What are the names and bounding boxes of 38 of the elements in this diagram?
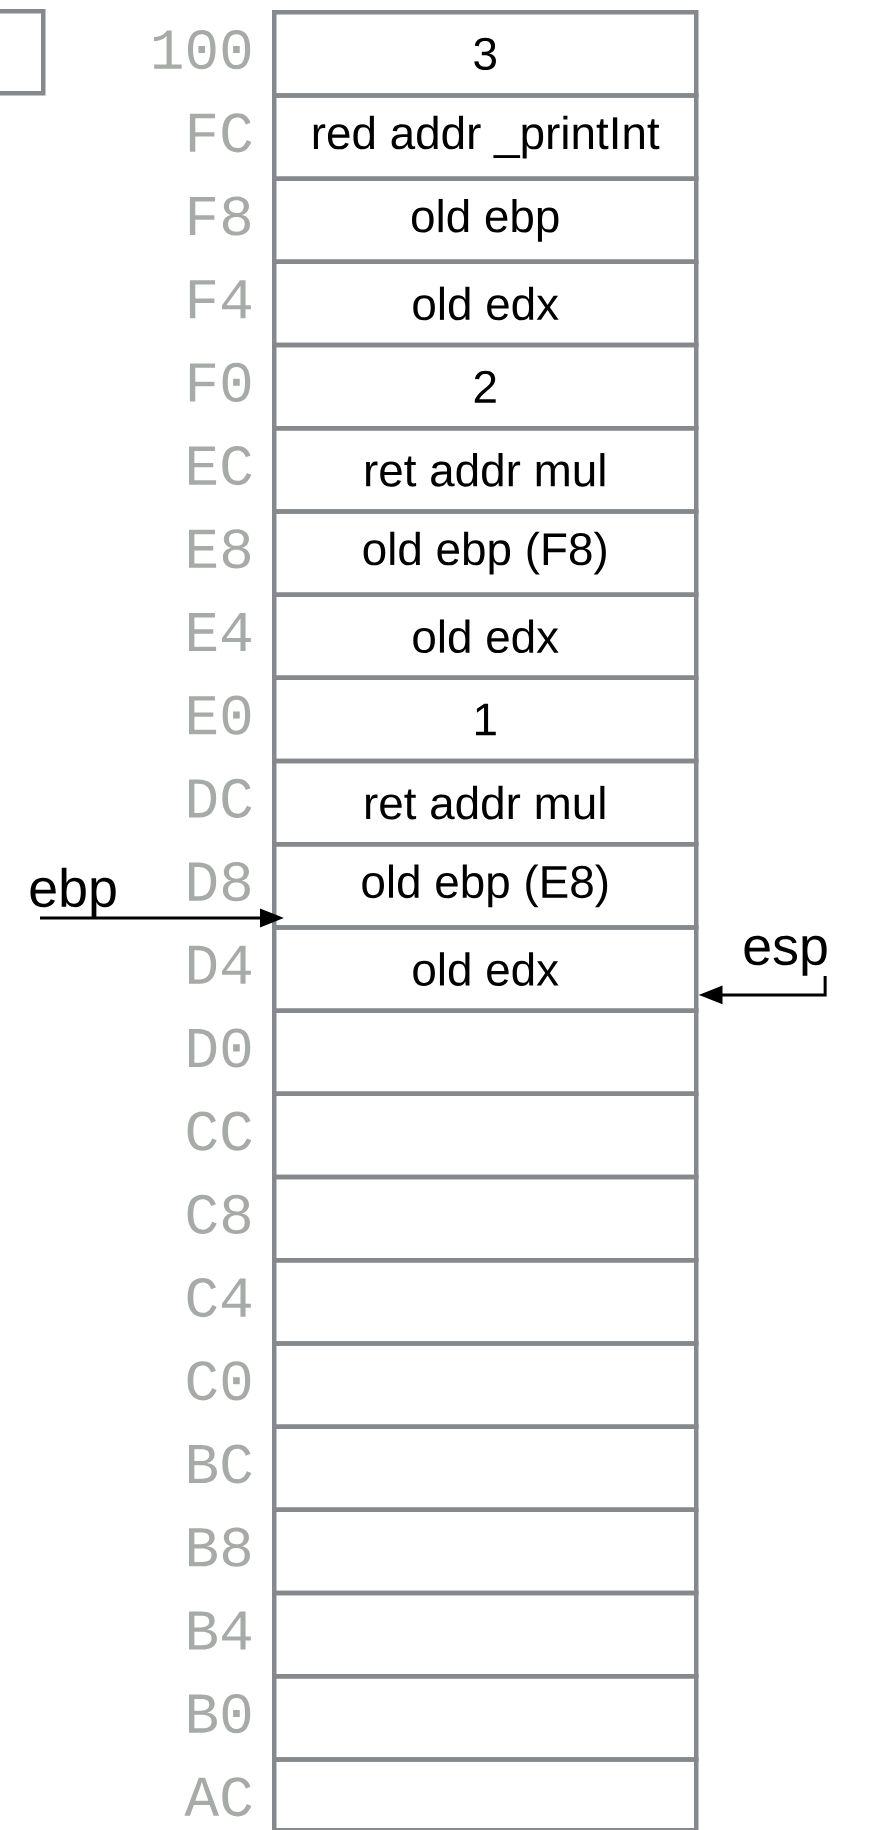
- stack-cell: 1: [272, 675, 699, 764]
- address-label: B8: [189, 1527, 250, 1567]
- address-label: C0: [187, 1361, 251, 1401]
- stack-cell: 3: [272, 10, 699, 98]
- address-label: DC: [189, 778, 252, 818]
- address-label: C4: [187, 1278, 251, 1318]
- address-label: 100: [153, 30, 251, 70]
- address-label: F4: [189, 280, 251, 319]
- stack-cell: old ebp (F8): [272, 509, 699, 597]
- stack-cell: old ebp: [272, 176, 699, 265]
- address-label: E4: [189, 613, 251, 652]
- address-label: CC: [187, 1111, 252, 1151]
- stack-cell: red addr _printInt: [272, 93, 699, 181]
- address-label: AC: [184, 1777, 252, 1817]
- address-label: E0: [189, 695, 251, 735]
- address-label: E8: [189, 529, 250, 569]
- stack-cell: old edx: [272, 925, 699, 1013]
- address-label: D4: [189, 945, 251, 984]
- address-label: D0: [189, 1028, 251, 1068]
- stack-cell: ret addr mul: [272, 758, 699, 847]
- register-label: esp: [744, 935, 827, 976]
- stack-cell: old ebp (E8): [272, 842, 699, 930]
- address-label: F8: [189, 196, 250, 236]
- stack-cell: old edx: [272, 592, 699, 681]
- address-label: EC: [189, 446, 252, 486]
- address-label: D8: [189, 862, 250, 902]
- stack-cell: [272, 1757, 699, 1830]
- address-label: F0: [189, 362, 251, 402]
- corner-box: [0, 9, 46, 96]
- stack-cell: 2: [272, 342, 699, 431]
- address-label: C8: [187, 1194, 250, 1234]
- register-label: ebp: [30, 867, 116, 918]
- stack-cell: ret addr mul: [272, 426, 699, 514]
- stack-cell: old edx: [272, 259, 699, 348]
- address-label: BC: [189, 1444, 252, 1484]
- address-label: FC: [189, 113, 252, 153]
- address-label: B0: [189, 1694, 251, 1734]
- address-label: B4: [189, 1611, 251, 1650]
